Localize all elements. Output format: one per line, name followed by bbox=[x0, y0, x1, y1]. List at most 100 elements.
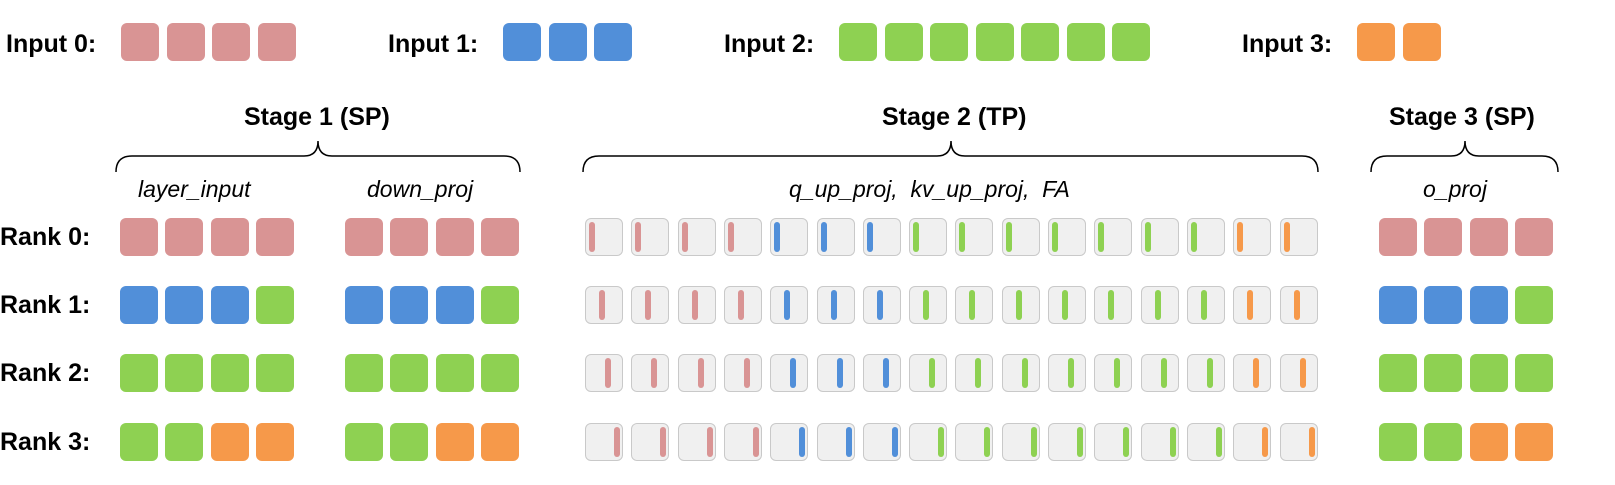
down-proj-token bbox=[435, 354, 474, 392]
tp-head-slice bbox=[1015, 290, 1022, 320]
o-proj-token bbox=[1514, 286, 1553, 324]
layer-input-token bbox=[120, 354, 158, 392]
layer-input-token bbox=[165, 286, 204, 324]
tp-head-slice bbox=[1114, 358, 1121, 388]
down-proj-token bbox=[480, 423, 519, 461]
tp-head-cell bbox=[1186, 218, 1225, 256]
down-proj-token bbox=[390, 354, 429, 392]
tp-head-cell bbox=[723, 218, 762, 256]
tp-head-cell bbox=[677, 423, 716, 461]
tp-head-slice bbox=[660, 427, 667, 457]
down-proj-token bbox=[435, 286, 474, 324]
stage-2-bracket bbox=[582, 140, 1319, 173]
tp-head-cell bbox=[862, 423, 901, 461]
tp-head-cell bbox=[1233, 354, 1272, 392]
tp-head-cell bbox=[1094, 354, 1133, 392]
tp-head-cell bbox=[1279, 286, 1318, 324]
tp-head-cell bbox=[816, 218, 855, 256]
o-proj-token bbox=[1424, 218, 1463, 256]
stage-1-title: Stage 1 (SP) bbox=[244, 103, 390, 131]
tp-head-cell bbox=[816, 354, 855, 392]
o-proj-token bbox=[1469, 218, 1508, 256]
down-proj-token bbox=[390, 423, 429, 461]
tp-head-cell bbox=[1279, 354, 1318, 392]
tp-head-slice bbox=[1299, 358, 1306, 388]
tp-head-slice bbox=[1068, 358, 1074, 388]
tp-head-slice bbox=[1160, 358, 1167, 388]
down-proj-token bbox=[345, 354, 383, 392]
tp-head-slice bbox=[929, 358, 936, 388]
tp-head-cell bbox=[1094, 423, 1133, 461]
down-proj-token bbox=[480, 286, 519, 324]
rank-0-label: Rank 0: bbox=[0, 223, 91, 251]
tp-head-cell bbox=[723, 286, 762, 324]
tp-head-slice bbox=[1154, 290, 1161, 320]
input-2-label: Input 2: bbox=[724, 30, 815, 58]
tp-head-slice bbox=[774, 222, 781, 252]
tp-head-slice bbox=[706, 427, 713, 457]
rank-1-label: Rank 1: bbox=[0, 291, 91, 319]
tp-head-cell bbox=[770, 218, 809, 256]
layer-input-token bbox=[210, 354, 249, 392]
tp-head-slice bbox=[866, 222, 873, 252]
tp-head-cell bbox=[909, 218, 948, 256]
layer-input-token bbox=[165, 218, 204, 256]
tp-head-slice bbox=[1062, 290, 1068, 320]
tp-head-slice bbox=[743, 358, 750, 388]
tp-head-cell bbox=[1048, 354, 1086, 392]
tp-head-slice bbox=[691, 290, 698, 320]
tp-head-cell bbox=[955, 218, 994, 256]
input-2-token bbox=[975, 23, 1014, 61]
tp-head-slice bbox=[1308, 427, 1315, 457]
tp-head-cell bbox=[1233, 423, 1272, 461]
tp-head-cell bbox=[1186, 423, 1225, 461]
tp-head-cell bbox=[770, 354, 809, 392]
o-proj-token bbox=[1424, 423, 1463, 461]
tp-head-cell bbox=[1140, 354, 1179, 392]
input-3-token bbox=[1402, 23, 1441, 61]
input-2-token bbox=[930, 23, 968, 61]
tp-head-slice bbox=[1190, 222, 1197, 252]
layer-input-token bbox=[255, 286, 294, 324]
tp-head-cell bbox=[631, 354, 670, 392]
tp-head-slice bbox=[1052, 222, 1058, 252]
tp-head-slice bbox=[1098, 222, 1105, 252]
stage-3-title: Stage 3 (SP) bbox=[1389, 103, 1535, 131]
tp-head-cell bbox=[862, 354, 901, 392]
tp-head-slice bbox=[1262, 427, 1269, 457]
layer-input-token bbox=[120, 286, 158, 324]
tp-head-cell bbox=[677, 354, 716, 392]
tp-head-slice bbox=[697, 358, 704, 388]
layer-input-token bbox=[165, 354, 204, 392]
o-proj-label: o_proj bbox=[1423, 176, 1487, 202]
tp-head-slice bbox=[845, 427, 852, 457]
stage-2-title: Stage 2 (TP) bbox=[882, 103, 1027, 131]
tp-head-slice bbox=[975, 358, 982, 388]
o-proj-token bbox=[1424, 286, 1463, 324]
tp-head-slice bbox=[1206, 358, 1213, 388]
tp-head-cell bbox=[631, 423, 670, 461]
input-3-label: Input 3: bbox=[1242, 30, 1333, 58]
tp-head-slice bbox=[830, 290, 837, 320]
tp-head-slice bbox=[645, 290, 652, 320]
layer-input-token bbox=[210, 286, 249, 324]
input-0-token bbox=[166, 23, 205, 61]
tp-head-cell bbox=[1233, 286, 1272, 324]
tp-head-cell bbox=[816, 423, 855, 461]
o-proj-token bbox=[1514, 423, 1553, 461]
tp-head-cell bbox=[1186, 354, 1225, 392]
tp-head-slice bbox=[1169, 427, 1176, 457]
input-1-token bbox=[503, 23, 541, 61]
layer-input-token bbox=[120, 423, 158, 461]
tp-head-slice bbox=[1108, 290, 1115, 320]
layer-input-token bbox=[210, 423, 249, 461]
tp-head-slice bbox=[1247, 290, 1254, 320]
tp-head-cell bbox=[1094, 218, 1133, 256]
input-1-label: Input 1: bbox=[388, 30, 479, 58]
stage-3-bracket bbox=[1370, 140, 1559, 173]
tp-head-slice bbox=[923, 290, 930, 320]
rank-3-label: Rank 3: bbox=[0, 428, 91, 456]
tp-head-cell bbox=[677, 218, 716, 256]
tp-head-cell bbox=[723, 354, 762, 392]
tp-head-cell bbox=[1279, 218, 1318, 256]
